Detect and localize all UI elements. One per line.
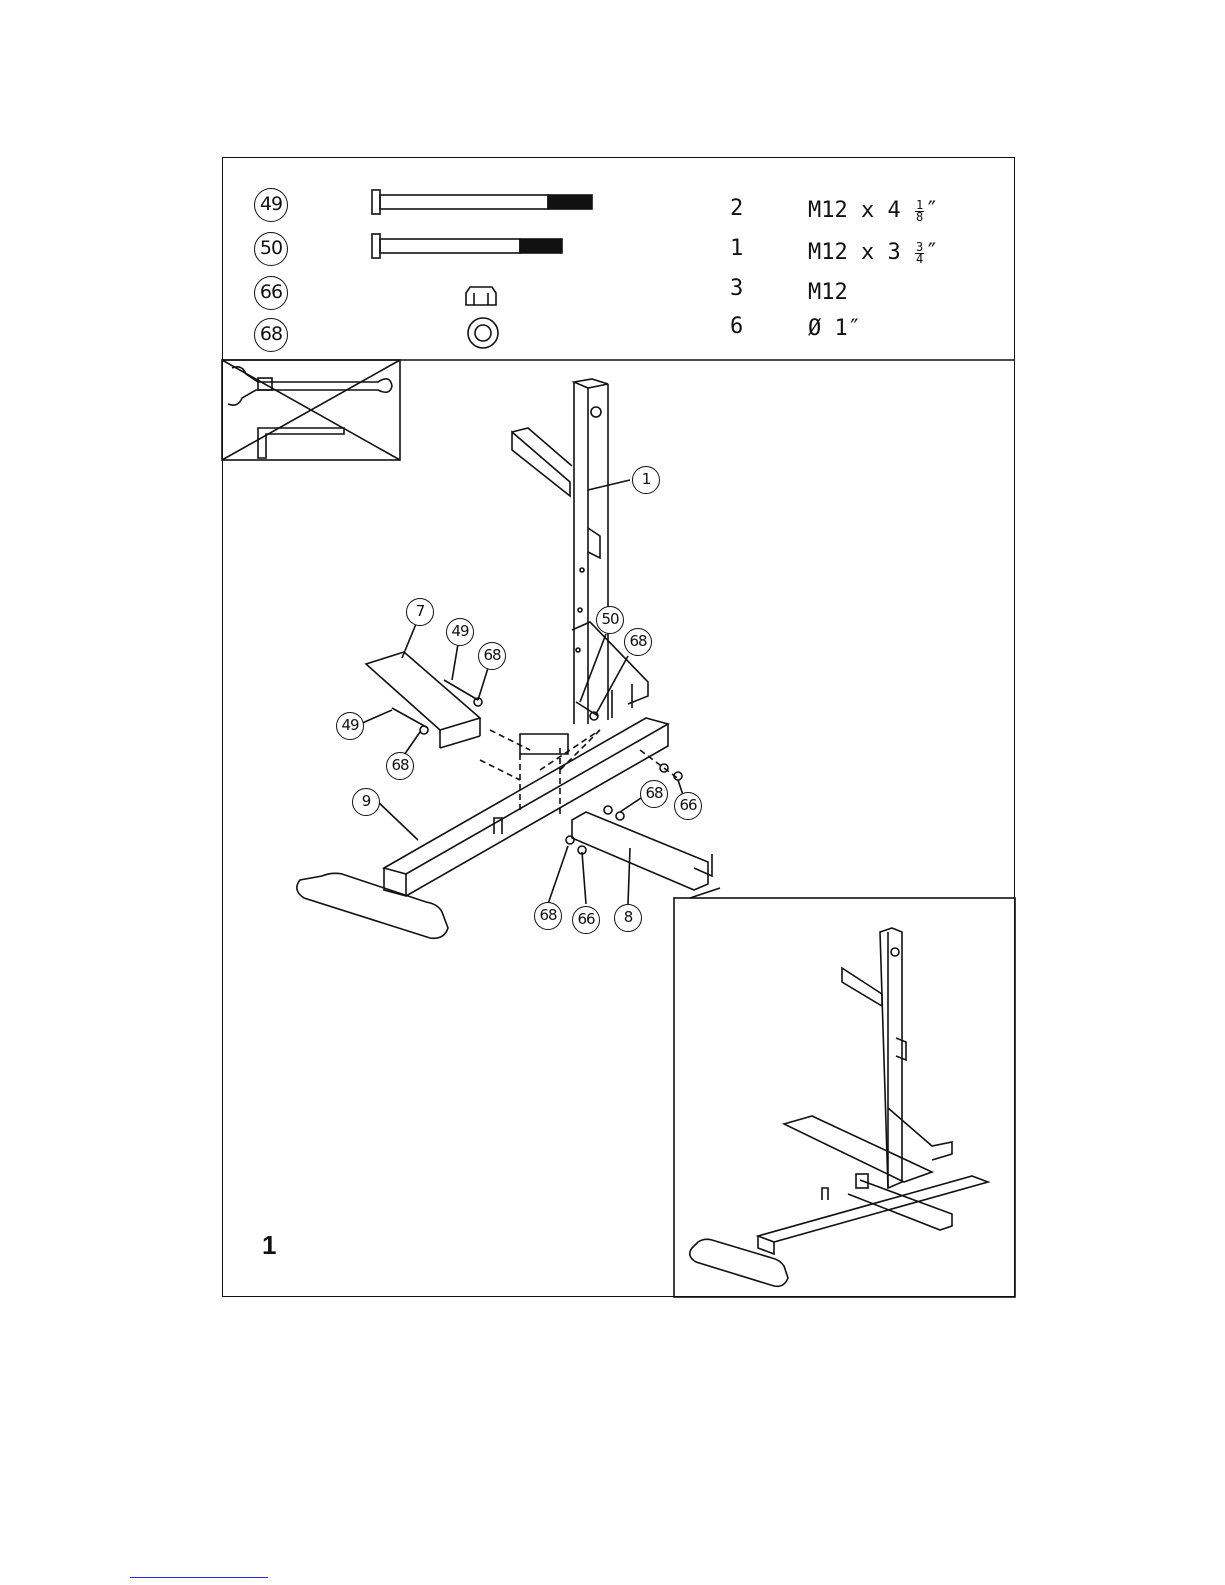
footer-underline	[130, 1577, 268, 1578]
washer-icon	[468, 318, 498, 348]
callout-1: 1	[632, 466, 660, 494]
short-bolt-icon	[372, 234, 562, 258]
callout-7: 7	[406, 598, 434, 626]
tools-box	[222, 360, 400, 460]
long-bolt-icon	[372, 190, 592, 214]
nut-icon	[466, 287, 496, 305]
wrench-icon	[228, 367, 392, 405]
main-assembly	[297, 379, 720, 938]
assembled-view-inset	[674, 898, 1015, 1297]
callout-68-right: 68	[624, 628, 652, 656]
callout-50: 50	[596, 606, 624, 634]
callout-68-mid: 68	[640, 780, 668, 808]
callout-49-top: 49	[446, 618, 474, 646]
callout-68-left: 68	[386, 752, 414, 780]
callout-66-bottom: 66	[572, 906, 600, 934]
callout-9: 9	[352, 788, 380, 816]
callout-68-top: 68	[478, 642, 506, 670]
callout-66-mid: 66	[674, 792, 702, 820]
callout-8: 8	[614, 904, 642, 932]
step-number: 1	[262, 1230, 276, 1261]
callout-68-bottom: 68	[534, 902, 562, 930]
callout-49-left: 49	[336, 712, 364, 740]
